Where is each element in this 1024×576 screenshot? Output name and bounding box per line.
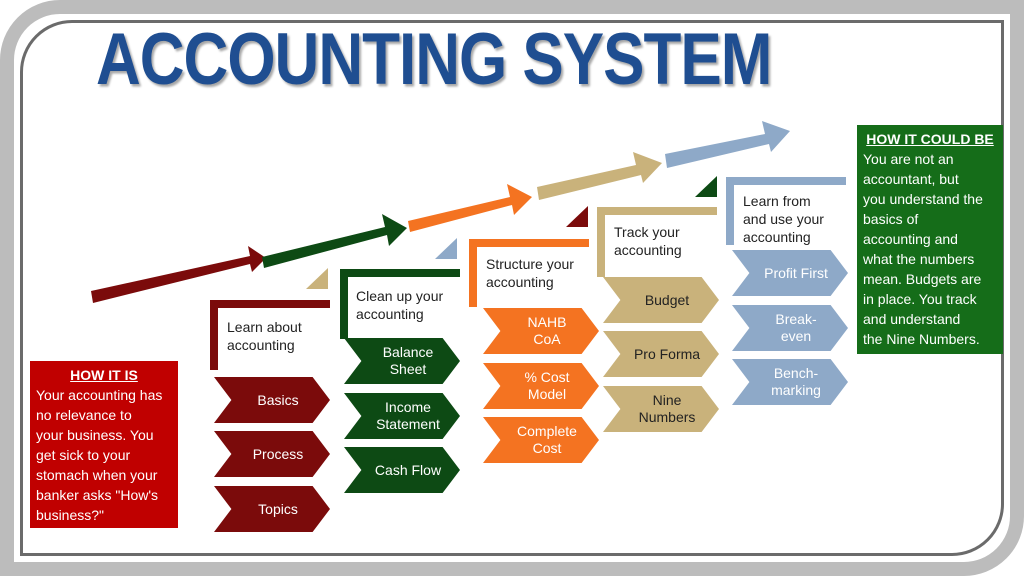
how-it-could-be-line: the Nine Numbers. — [863, 331, 980, 347]
how-it-could-be-line: and understand — [863, 311, 961, 327]
chevron-text-line: Complete — [517, 423, 577, 439]
progress-arrow-1 — [91, 246, 266, 303]
how-it-is-line: business?" — [36, 507, 105, 523]
chevron-nine-numbers: Nine Numbers — [603, 386, 719, 432]
chevron-benchmarking-text: Bench- marking — [771, 365, 821, 399]
chevron-profit-first-text: Profit First — [764, 264, 828, 281]
stage-4-label-line: Track your — [614, 224, 680, 240]
stage-5-label-line: and use your — [743, 211, 824, 227]
chevron-text-line: CoA — [533, 331, 561, 347]
chevron-text-line: Balance — [382, 344, 434, 360]
how-it-could-be-heading: HOW IT COULD BE — [866, 131, 994, 147]
chevron-pro-forma-text: Pro Forma — [633, 345, 701, 362]
chevron-break-even: Break- even — [732, 305, 848, 351]
chevron-complete-cost: Complete Cost — [483, 417, 599, 463]
how-it-could-be-line: accountant, but — [863, 171, 959, 187]
how-it-could-be-line: You are not an — [863, 151, 954, 167]
how-it-is-line: get sick to your — [36, 447, 131, 463]
chevron-cash-flow-text: Cash Flow — [374, 461, 442, 478]
stage-bracket-2 — [340, 269, 460, 339]
chevron-text-line: even — [780, 328, 812, 344]
how-it-is-line: your business. You — [36, 427, 154, 443]
stage-bracket-3 — [469, 239, 589, 307]
chevron-cost-model: % Cost Model — [483, 363, 599, 409]
chevron-text-line: Income — [385, 399, 431, 415]
page-title: ACCOUNTING SYSTEM — [96, 19, 772, 101]
progress-arrow-2 — [262, 214, 407, 268]
stage-5-label-line: accounting — [743, 229, 811, 245]
stage-3-label-line: Structure your — [486, 256, 574, 272]
stage-corner-2 — [435, 238, 457, 259]
how-it-could-be-line: accounting and — [863, 231, 958, 247]
stage-5-label: Learn from and use your accounting — [743, 192, 824, 246]
stage-bracket-5 — [726, 177, 846, 245]
stage-1-label: Learn about accounting — [227, 318, 302, 354]
chevron-basics: Basics — [214, 377, 330, 423]
chevron-budget: Budget — [603, 277, 719, 323]
stage-corner-3 — [566, 206, 588, 227]
chevron-text-line: Model — [527, 386, 567, 402]
how-it-could-be-line: you understand the — [863, 191, 983, 207]
chevron-income-statement-text: Income Statement — [376, 399, 440, 433]
stage-5-label-line: Learn from — [743, 193, 811, 209]
stage-corner-1 — [306, 268, 328, 289]
chevron-text-line: Bench- — [773, 365, 819, 381]
how-it-is-line: banker asks "How's — [36, 487, 159, 503]
stage-4-label: Track your accounting — [614, 223, 682, 259]
chevron-text-line: % Cost — [524, 369, 570, 385]
chevron-text-line: Cost — [532, 440, 562, 456]
chevron-pro-forma: Pro Forma — [603, 331, 719, 377]
how-it-is-line: stomach when your — [36, 467, 158, 483]
how-it-could-be-box: HOW IT COULD BE You are not an accountan… — [857, 125, 1003, 354]
chevron-budget-text: Budget — [644, 291, 690, 308]
chevron-break-even-text: Break- even — [775, 311, 816, 345]
how-it-could-be-line: in place. You track — [863, 291, 977, 307]
chevron-income-statement: Income Statement — [344, 393, 460, 439]
progress-arrow-5 — [665, 121, 790, 168]
chevron-text-line: marking — [771, 382, 821, 398]
how-it-could-be-line: what the numbers — [863, 251, 975, 267]
chevron-topics-text: Topics — [258, 500, 298, 517]
how-it-is-box: HOW IT IS Your accounting has no relevan… — [30, 361, 178, 528]
how-it-could-be-line: mean. Budgets are — [863, 271, 982, 287]
stage-2-label-line: accounting — [356, 306, 424, 322]
chevron-cost-model-text: % Cost Model — [524, 369, 569, 403]
chevron-cash-flow: Cash Flow — [344, 447, 460, 493]
stage-bracket-4 — [597, 207, 717, 277]
how-it-is-line: no relevance to — [36, 407, 132, 423]
chevron-balance-sheet-text: Balance Sheet — [383, 344, 434, 378]
stage-2-label: Clean up your accounting — [356, 287, 443, 323]
how-it-is-heading: HOW IT IS — [70, 367, 138, 383]
stage-1-label-line: Learn about — [227, 319, 302, 335]
chevron-process: Process — [214, 431, 330, 477]
stage-bracket-1 — [210, 300, 330, 370]
stage-2-label-line: Clean up your — [356, 288, 444, 304]
chevron-text-line: Nine — [652, 392, 682, 408]
chevron-nahb-coa: NAHB CoA — [483, 308, 599, 354]
chevron-text-line: NAHB — [527, 314, 567, 330]
progress-arrow-4 — [537, 152, 662, 200]
chevron-balance-sheet: Balance Sheet — [344, 338, 460, 384]
chevron-profit-first: Profit First — [732, 250, 848, 296]
chevron-nahb-coa-text: NAHB CoA — [528, 314, 567, 348]
chevron-text-line: Numbers — [638, 409, 696, 425]
progress-arrow-3 — [408, 184, 532, 232]
how-it-could-be-line: basics of — [863, 211, 919, 227]
stage-1-label-line: accounting — [227, 337, 295, 353]
chevron-text-line: Break- — [775, 311, 817, 327]
chevron-topics: Topics — [214, 486, 330, 532]
chevron-text-line: Sheet — [389, 361, 427, 377]
how-it-is-line: Your accounting has — [36, 387, 163, 403]
chevron-process-text: Process — [252, 445, 304, 462]
stage-corner-4 — [695, 176, 717, 197]
chevron-nine-numbers-text: Nine Numbers — [639, 392, 696, 426]
chevron-basics-text: Basics — [257, 391, 299, 408]
stage-4-label-line: accounting — [614, 242, 682, 258]
stage-3-label: Structure your accounting — [486, 255, 574, 291]
chevron-complete-cost-text: Complete Cost — [517, 423, 577, 457]
chevron-text-line: Statement — [376, 416, 440, 432]
chevron-benchmarking: Bench- marking — [732, 359, 848, 405]
stage-3-label-line: accounting — [486, 274, 554, 290]
